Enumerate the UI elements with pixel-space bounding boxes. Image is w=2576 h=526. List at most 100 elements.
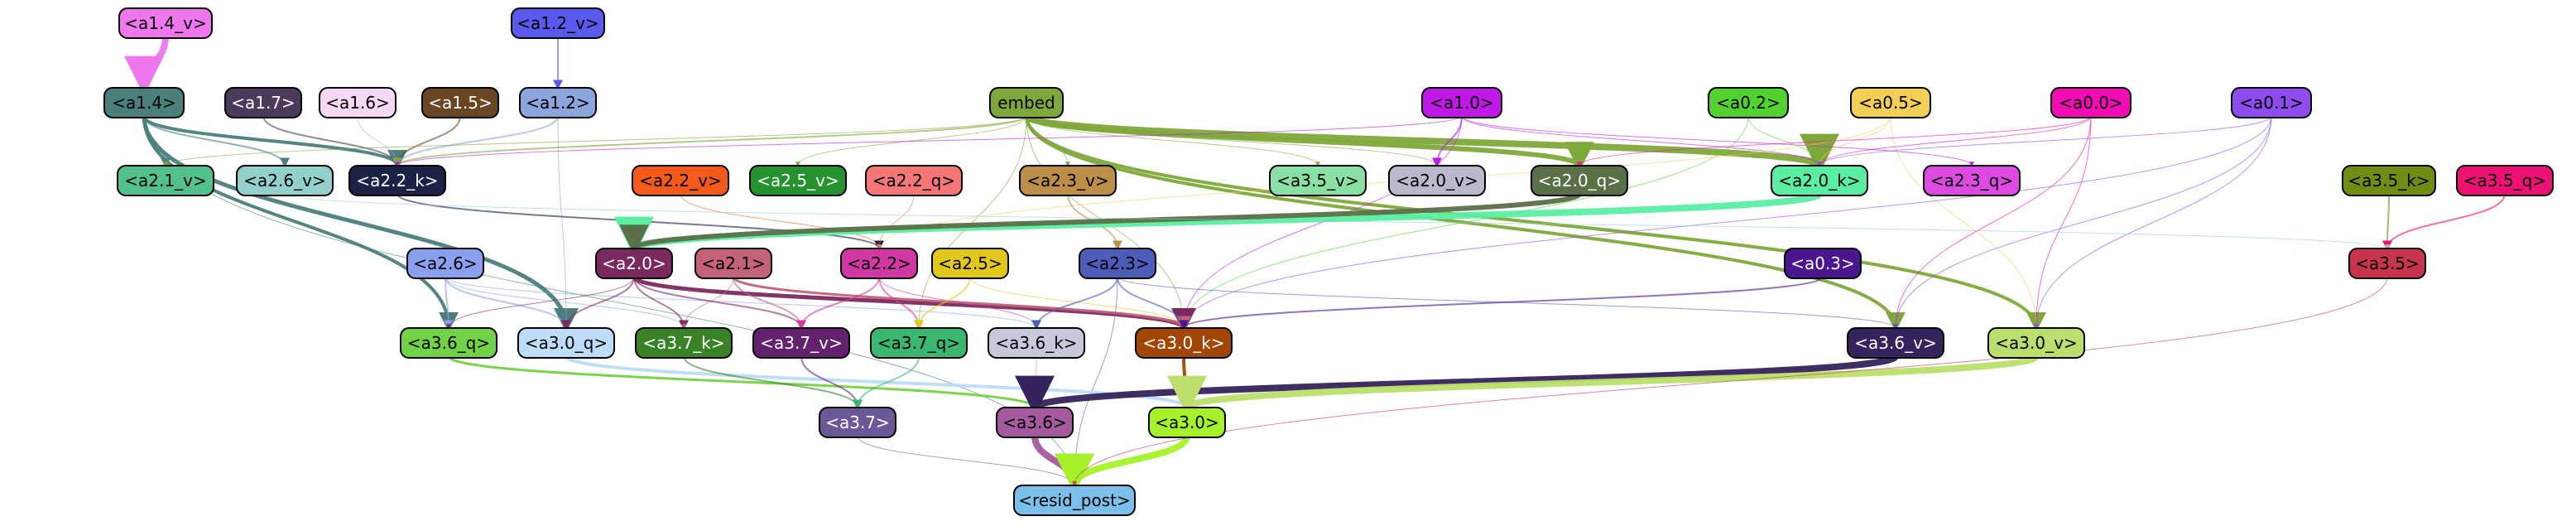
node-a2-2-k[interactable]: <a2.2_k> <box>348 165 446 196</box>
node-a1-7[interactable]: <a1.7> <box>224 87 302 118</box>
node-box <box>749 165 847 196</box>
node-a3-6[interactable]: <a3.6> <box>996 407 1074 438</box>
node-a3-6-k[interactable]: <a3.6_k> <box>988 327 1085 359</box>
node-a0-3[interactable]: <a0.3> <box>1784 248 1862 279</box>
node-label: <a2.3> <box>1085 253 1150 273</box>
node-box <box>635 327 733 359</box>
node-a3-7[interactable]: <a3.7> <box>819 407 896 438</box>
node-a2-5-v[interactable]: <a2.5_v> <box>749 165 847 196</box>
node-a1-2[interactable]: <a1.2> <box>519 87 597 118</box>
node-a3-7-q[interactable]: <a3.7_q> <box>870 327 968 359</box>
node-a3-6-v[interactable]: <a3.6_v> <box>1847 327 1944 359</box>
node-a1-4-v[interactable]: <a1.4_v> <box>118 7 213 39</box>
node-a3-0-q[interactable]: <a3.0_q> <box>517 327 615 359</box>
node-resid-post[interactable]: <resid_post> <box>1013 485 1136 516</box>
node-box <box>1013 485 1136 516</box>
node-a2-0[interactable]: <a2.0> <box>595 248 673 279</box>
node-box <box>406 248 484 279</box>
node-box <box>1079 248 1156 279</box>
edge-embed-to-a3_7_q <box>916 115 1027 330</box>
edge-a2_6_v-to-a3_5 <box>284 193 2390 250</box>
node-label: <a2.0_k> <box>1778 171 1860 191</box>
edge-embed-to-a2_0_v <box>1026 115 1439 167</box>
edge-a1_0-to-a2_0_k <box>1461 115 1822 167</box>
edge-a2_2-to-a3_6_k <box>878 276 1039 330</box>
node-box <box>117 165 214 196</box>
edge-embed-to-a2_3_v <box>1026 115 1070 167</box>
node-a1-0[interactable]: <a1.0> <box>1421 87 1502 118</box>
node-label: <a3.0> <box>1155 413 1219 432</box>
node-box <box>931 248 1009 279</box>
node-label: <a3.6_k> <box>995 333 1077 353</box>
node-label: <a2.5_v> <box>757 171 839 191</box>
edge-a1_7-to-a2_2_k <box>262 115 402 168</box>
edge-a0_0-to-a3_6_v <box>1893 115 2092 330</box>
node-box <box>517 327 615 359</box>
node-box <box>1784 248 1862 279</box>
node-a3-0-v[interactable]: <a3.0_v> <box>1987 327 2085 359</box>
node-a3-7-v[interactable]: <a3.7_v> <box>752 327 850 359</box>
edge-a2_3-to-a3_6_k <box>1031 276 1118 331</box>
node-a1-4[interactable]: <a1.4> <box>103 87 185 118</box>
node-a2-0-k[interactable]: <a2.0_k> <box>1771 165 1868 196</box>
edge-embed-to-a3_6_v <box>1025 115 1906 332</box>
node-label: <a2.2_k> <box>356 171 438 191</box>
node-a3-6-q[interactable]: <a3.6_q> <box>400 327 497 359</box>
node-label: <a2.2_q> <box>872 171 955 191</box>
node-a2-3-v[interactable]: <a2.3_v> <box>1019 165 1117 196</box>
node-box <box>1269 165 1367 196</box>
node-a0-2[interactable]: <a0.2> <box>1708 87 1789 118</box>
node-a2-3-q[interactable]: <a2.3_q> <box>1923 165 2021 196</box>
node-a2-6-v[interactable]: <a2.6_v> <box>236 165 334 196</box>
node-a3-0-k[interactable]: <a3.0_k> <box>1135 327 1233 359</box>
edge-a2_2_q-to-a2_2 <box>877 193 915 250</box>
node-a0-5[interactable]: <a0.5> <box>1850 87 1931 118</box>
node-a2-0-v[interactable]: <a2.0_v> <box>1388 165 1486 196</box>
node-a2-6[interactable]: <a2.6> <box>406 248 484 279</box>
node-label: <a3.0_v> <box>1995 333 2077 353</box>
node-a2-2[interactable]: <a2.2> <box>840 248 918 279</box>
node-label: <a0.5> <box>1858 93 1923 113</box>
node-a3-5-k[interactable]: <a3.5_k> <box>2342 165 2436 196</box>
node-a3-5-q[interactable]: <a3.5_q> <box>2456 165 2554 196</box>
edge-embed-to-a2_1_v <box>163 115 1027 167</box>
node-box <box>988 327 1085 359</box>
node-a0-1[interactable]: <a0.1> <box>2231 87 2312 118</box>
node-a2-5[interactable]: <a2.5> <box>931 248 1009 279</box>
node-box <box>1531 165 1628 196</box>
edge-embed-to-a3_5_v <box>1026 115 1320 167</box>
node-label: <a2.0> <box>602 253 666 273</box>
node-a3-5-v[interactable]: <a3.5_v> <box>1269 165 1367 196</box>
node-a3-0[interactable]: <a3.0> <box>1148 407 1226 438</box>
node-a3-5[interactable]: <a3.5> <box>2348 248 2426 279</box>
node-a2-2-v[interactable]: <a2.2_v> <box>632 165 729 196</box>
node-box <box>819 407 896 438</box>
node-a3-7-k[interactable]: <a3.7_k> <box>635 327 733 359</box>
node-box <box>421 87 499 118</box>
node-label: <a3.7_k> <box>642 333 724 353</box>
node-a2-0-q[interactable]: <a2.0_q> <box>1531 165 1628 196</box>
node-box <box>224 87 302 118</box>
node-label: <a2.5> <box>938 253 1002 273</box>
node-a2-3[interactable]: <a2.3> <box>1079 248 1156 279</box>
node-a1-5[interactable]: <a1.5> <box>421 87 499 118</box>
node-label: embed <box>997 93 1055 113</box>
node-embed[interactable]: embed <box>989 87 1064 118</box>
node-label: <a0.1> <box>2239 93 2304 113</box>
edge-a0_5-to-a2_0_k <box>1817 115 1891 167</box>
node-label: <a3.5_k> <box>2348 171 2429 191</box>
edge-embed-to-a3_0_v <box>1025 115 2046 332</box>
node-a0-0[interactable]: <a0.0> <box>2050 87 2131 118</box>
node-box <box>1148 407 1226 438</box>
node-a1-6[interactable]: <a1.6> <box>319 87 396 118</box>
node-label: <a3.6_v> <box>1854 333 1936 353</box>
node-label: <a1.5> <box>428 93 493 113</box>
edge-a2_1-to-a3_7_k <box>681 276 734 330</box>
node-a2-2-q[interactable]: <a2.2_q> <box>865 165 963 196</box>
node-a2-1[interactable]: <a2.1> <box>694 248 772 279</box>
node-a1-2-v[interactable]: <a1.2_v> <box>511 7 605 39</box>
node-a2-1-v[interactable]: <a2.1_v> <box>117 165 214 196</box>
node-box <box>996 407 1074 438</box>
node-label: <a3.5_v> <box>1276 171 1358 191</box>
